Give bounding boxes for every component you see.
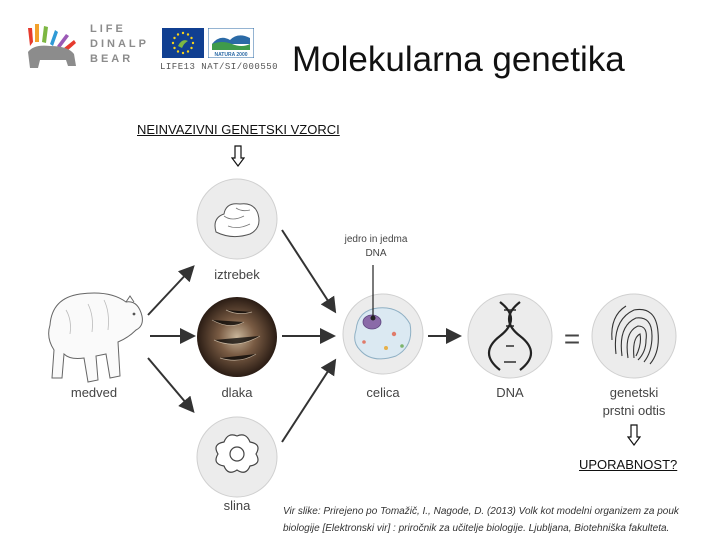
- dna-circle: [467, 293, 553, 379]
- cell-label: celica: [366, 385, 400, 400]
- equals-sign: =: [564, 323, 580, 354]
- input-heading: NEINVAZIVNI GENETSKI VZORCI: [137, 122, 340, 137]
- life-dinalp-bear-wordmark: LIFE DINALP BEAR: [90, 22, 150, 67]
- fingerprint-icon: [611, 305, 659, 365]
- fingerprint-label-line1: genetski: [610, 385, 659, 400]
- arrow-bear-to-saliva: [147, 357, 195, 414]
- feces-label: iztrebek: [214, 267, 260, 282]
- dna-helix-icon: [487, 301, 533, 371]
- saliva-label: slina: [224, 498, 252, 513]
- fingerprint-label-line2: prstni odtis: [603, 403, 666, 418]
- dna-label: DNA: [496, 385, 524, 400]
- nucleus-pointer-dot: [370, 315, 376, 321]
- life-line-2: DINALP: [90, 38, 149, 50]
- source-credit: Vir slike: Prirejeno po Tomažič, I., Nag…: [283, 506, 679, 534]
- cell-icon: [354, 307, 412, 360]
- saliva-icon: [215, 434, 259, 473]
- fingerprint-circle: [591, 293, 677, 379]
- hair-sample-circle: [197, 297, 277, 377]
- hair-label: dlaka: [221, 385, 253, 400]
- feces-icon: [214, 203, 260, 238]
- page-title: Molekularna genetika: [292, 40, 625, 79]
- genetics-diagram: medved iztrebek dlaka slina jedro in jed…: [48, 178, 677, 513]
- hair-texture: [211, 309, 261, 361]
- natura-2000-label: NATURA 2000: [214, 52, 247, 58]
- eu-flag-life-icon: [162, 28, 204, 58]
- arrow-saliva-to-cell: [281, 358, 337, 443]
- down-arrow-icon: [627, 424, 641, 446]
- down-arrow-icon: [231, 145, 245, 167]
- life-line-3: BEAR: [90, 53, 134, 65]
- bear-label: medved: [71, 385, 117, 400]
- arrow-feces-to-cell: [281, 229, 337, 314]
- arrow-bear-to-feces: [147, 265, 195, 316]
- usage-question: UPORABNOST?: [579, 457, 678, 472]
- natura-2000-logo-icon: NATURA 2000: [208, 28, 254, 58]
- life-line-1: LIFE: [90, 23, 126, 35]
- life-dinalp-bear-logo-icon: [28, 24, 76, 68]
- nucleus-label-line2: DNA: [365, 248, 386, 259]
- bear-illustration: [48, 292, 143, 383]
- nucleus-label-line1: jedro in jedma: [344, 234, 408, 245]
- project-code: LIFE13 NAT/SI/000550: [160, 62, 279, 72]
